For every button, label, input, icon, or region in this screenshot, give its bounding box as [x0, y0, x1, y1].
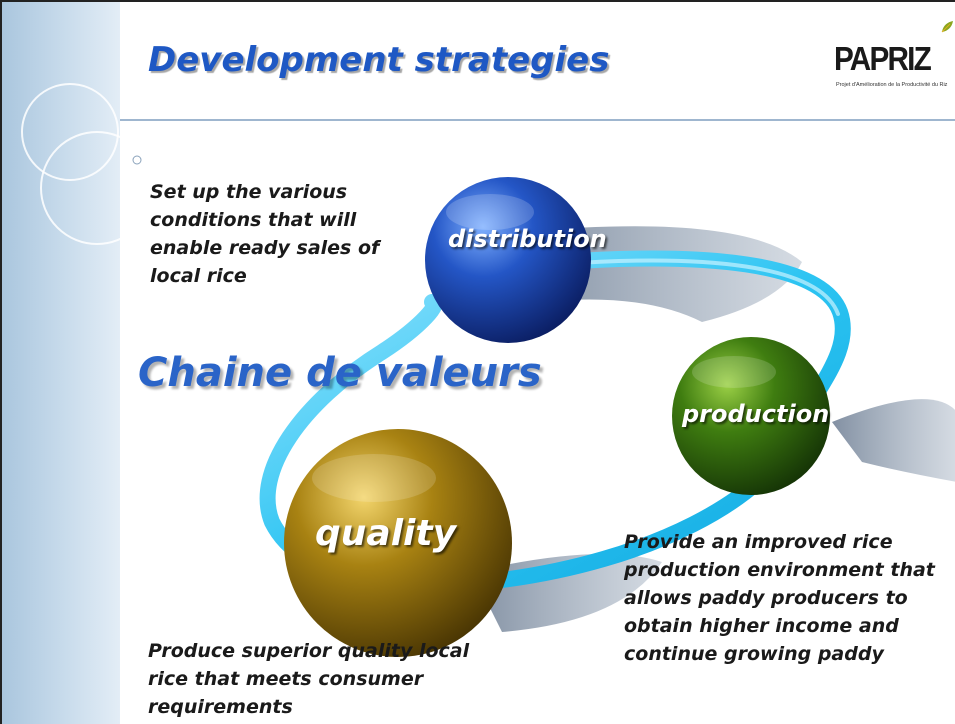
decorative-circles: [21, 83, 154, 245]
quality-ball: [284, 429, 512, 657]
production-description: Provide an improved rice production envi…: [624, 528, 935, 668]
quality-description: Produce superior quality local rice that…: [148, 637, 469, 721]
distribution-description-line: local rice: [150, 265, 247, 287]
distribution-description-line: enable ready sales of: [150, 237, 380, 259]
quality-label: quality: [315, 513, 457, 554]
logo-wordmark: PAPRIZ: [834, 40, 932, 77]
distribution-label: distribution: [448, 225, 607, 253]
distribution-ball-highlight: [446, 194, 534, 230]
leaf-icon: [941, 21, 953, 33]
logo-subtitle: Projet d'Amélioration de la Productivité…: [836, 82, 948, 88]
value-chain-ring: [259, 250, 851, 594]
distribution-ball: [425, 177, 591, 343]
distribution-description: Set up the various conditions that will …: [150, 178, 379, 290]
production-ball-highlight: [692, 356, 776, 388]
chain-title: Chaine de valeurs: [138, 350, 542, 396]
quality-description-line: requirements: [148, 696, 293, 718]
production-description-line: Provide an improved rice: [624, 531, 893, 553]
quality-description-line: rice that meets consumer: [148, 668, 424, 690]
slide-title: Development strategies: [148, 40, 610, 80]
production-description-line: allows paddy producers to: [624, 587, 908, 609]
distribution-description-line: conditions that will: [150, 209, 357, 231]
left-decorative-band: [2, 2, 120, 724]
papriz-logo: PAPRIZ Projet d'Amélioration de la Produ…: [832, 18, 954, 104]
production-description-line: continue growing paddy: [624, 643, 884, 665]
distribution-description-line: Set up the various: [150, 181, 348, 203]
production-description-line: obtain higher income and: [624, 615, 899, 637]
production-label: production: [682, 400, 830, 428]
production-description-line: production environment that: [624, 559, 935, 581]
title-divider: [120, 119, 955, 121]
quality-ball-highlight: [312, 454, 436, 502]
production-ball: [672, 337, 830, 495]
quality-description-line: Produce superior quality local: [148, 640, 470, 662]
